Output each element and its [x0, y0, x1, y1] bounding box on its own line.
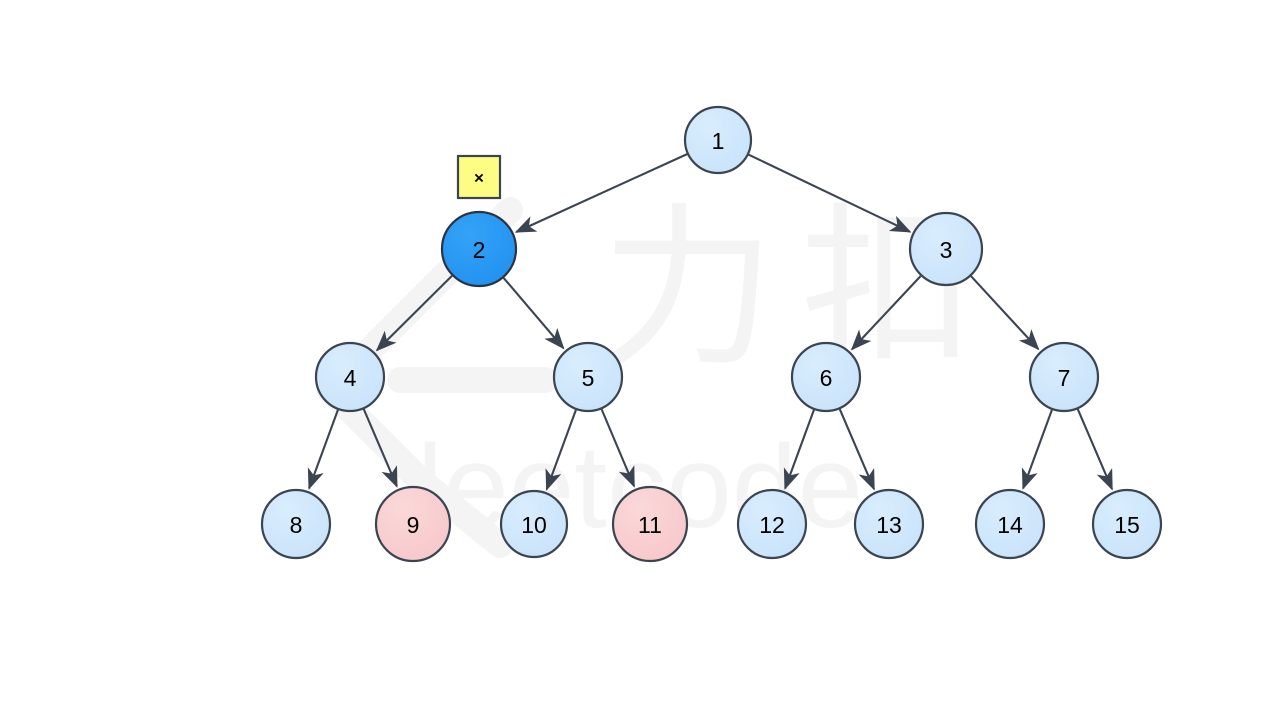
tree-node-label-6: 6	[820, 365, 833, 391]
edge-6-12	[783, 409, 815, 490]
tree-node-circle-6[interactable]	[790, 341, 862, 413]
tree-node-label-1: 1	[712, 128, 725, 154]
watermark-logo-tail	[407, 467, 513, 558]
edge-4-8	[307, 409, 339, 490]
delete-marker-box[interactable]	[456, 154, 502, 200]
tree-node-circle-14[interactable]	[974, 488, 1046, 560]
tree-node-2[interactable]: 2	[440, 210, 518, 288]
tree-node-label-13: 13	[876, 512, 902, 538]
edge-3-6	[850, 275, 922, 351]
tree-node-10[interactable]: 10	[499, 489, 569, 559]
tree-node-8[interactable]: 8	[260, 488, 332, 560]
edge-1-2	[514, 153, 688, 233]
tree-node-circle-13[interactable]	[853, 488, 925, 560]
tree-node-circle-4[interactable]	[314, 341, 386, 413]
tree-node-13[interactable]: 13	[853, 488, 925, 560]
tree-node-1[interactable]: 1	[683, 105, 753, 175]
tree-node-label-2: 2	[473, 237, 486, 263]
tree-node-label-7: 7	[1058, 365, 1071, 391]
edge-2-4	[375, 275, 453, 352]
tree-node-circle-8[interactable]	[260, 488, 332, 560]
tree-node-label-11: 11	[638, 512, 662, 538]
delete-marker-label: ×	[474, 169, 484, 188]
tree-node-circle-11[interactable]	[611, 485, 689, 563]
tree-node-circle-15[interactable]	[1091, 488, 1163, 560]
watermark-cjk-first: 力	[601, 193, 776, 388]
tree-node-circle-2[interactable]	[440, 210, 518, 288]
tree-node-5[interactable]: 5	[552, 341, 624, 413]
tree-node-circle-3[interactable]	[908, 211, 984, 287]
tree-node-3[interactable]: 3	[908, 211, 984, 287]
tree-node-circle-9[interactable]	[374, 485, 452, 563]
tree-node-label-3: 3	[940, 237, 953, 263]
tree-node-label-4: 4	[344, 365, 357, 391]
tree-node-15[interactable]: 15	[1091, 488, 1163, 560]
tree-node-label-8: 8	[290, 512, 303, 538]
tree-node-7[interactable]: 7	[1028, 341, 1100, 413]
tree-node-label-9: 9	[407, 512, 420, 538]
tree-node-circle-12[interactable]	[736, 488, 808, 560]
tree-node-11[interactable]: 11	[611, 485, 689, 563]
edge-5-10	[545, 409, 577, 491]
tree-node-label-5: 5	[582, 365, 595, 391]
tree-node-circle-5[interactable]	[552, 341, 624, 413]
edge-7-14	[1021, 409, 1053, 490]
tree-node-circle-10[interactable]	[499, 489, 569, 559]
tree-node-9[interactable]: 9	[374, 485, 452, 563]
edge-5-11	[600, 408, 636, 488]
edge-3-7	[970, 275, 1040, 351]
tree-node-14[interactable]: 14	[974, 488, 1046, 560]
edge-1-3	[748, 153, 912, 233]
tree-node-label-10: 10	[521, 512, 547, 538]
tree-node-12[interactable]: 12	[736, 488, 808, 560]
tree-node-circle-1[interactable]	[683, 105, 753, 175]
tree-node-label-14: 14	[997, 512, 1023, 538]
edge-6-13	[838, 408, 875, 491]
tree-node-6[interactable]: 6	[790, 341, 862, 413]
tree-node-label-12: 12	[759, 512, 785, 538]
edge-7-15	[1076, 408, 1113, 491]
edge-4-9	[362, 408, 398, 488]
delete-marker-badge[interactable]: ×	[456, 154, 502, 200]
edges-layer	[307, 153, 1113, 491]
tree-node-4[interactable]: 4	[314, 341, 386, 413]
tree-node-label-15: 15	[1114, 512, 1140, 538]
edge-2-5	[502, 277, 565, 350]
tree-node-circle-7[interactable]	[1028, 341, 1100, 413]
